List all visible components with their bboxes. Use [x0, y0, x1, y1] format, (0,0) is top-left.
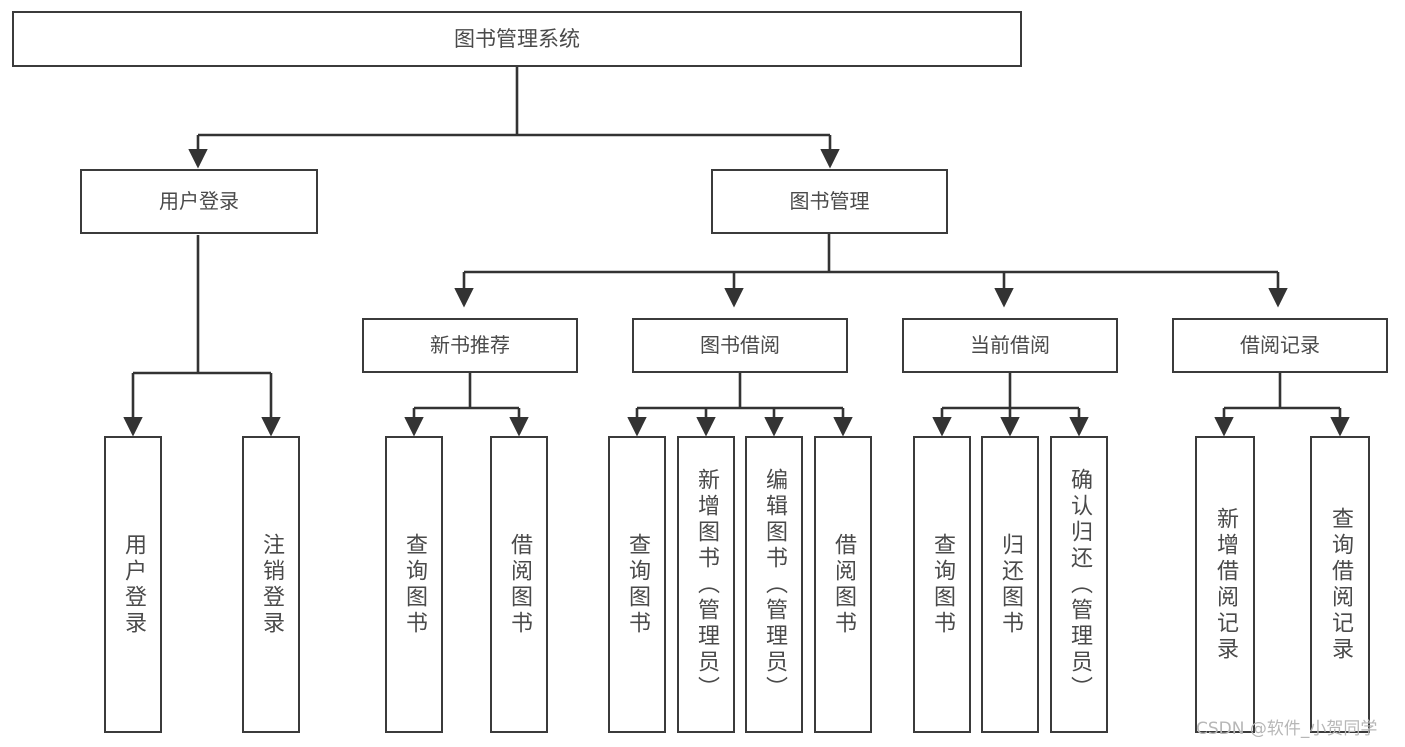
node-leaf-return-book-label: 归还图书: [998, 532, 1023, 637]
edges-borrow-record-to-leaves: [1214, 373, 1350, 437]
edges-user-login-to-leaves: [123, 235, 281, 437]
node-root-system[interactable]: 图书管理系统: [12, 11, 1022, 67]
node-leaf-query-record[interactable]: 查询借阅记录: [1310, 436, 1370, 733]
node-book-management[interactable]: 图书管理: [711, 169, 948, 234]
node-leaf-add-record-label: 新增借阅记录: [1213, 506, 1238, 663]
node-book-borrow-label: 图书借阅: [700, 333, 780, 357]
node-leaf-confirm-return-label: 确认归还（管理员）: [1067, 467, 1092, 702]
node-book-borrow[interactable]: 图书借阅: [632, 318, 848, 373]
node-leaf-user-login-label: 用户登录: [121, 532, 146, 637]
node-leaf-return-book[interactable]: 归还图书: [981, 436, 1039, 733]
node-borrow-record-label: 借阅记录: [1240, 333, 1320, 357]
node-leaf-query-book-1-label: 查询图书: [402, 532, 427, 637]
node-leaf-confirm-return[interactable]: 确认归还（管理员）: [1050, 436, 1108, 733]
node-leaf-borrow-book-2-label: 借阅图书: [831, 532, 856, 637]
edges-book-management-to-level2: [454, 233, 1288, 308]
node-leaf-query-book-3-label: 查询图书: [930, 532, 955, 637]
node-leaf-query-book-2[interactable]: 查询图书: [608, 436, 666, 733]
node-root-label: 图书管理系统: [454, 26, 580, 51]
node-leaf-add-book-label: 新增图书（管理员）: [694, 467, 719, 702]
node-new-book-recommend[interactable]: 新书推荐: [362, 318, 578, 373]
edges-book-borrow-to-leaves: [627, 373, 853, 437]
node-leaf-query-book-1[interactable]: 查询图书: [385, 436, 443, 733]
edges-current-borrow-to-leaves: [932, 373, 1089, 437]
node-leaf-query-record-label: 查询借阅记录: [1328, 506, 1353, 663]
node-leaf-user-logout-label: 注销登录: [259, 532, 284, 637]
node-leaf-edit-book[interactable]: 编辑图书（管理员）: [745, 436, 803, 733]
node-leaf-borrow-book-1[interactable]: 借阅图书: [490, 436, 548, 733]
edges-new-book-recommend-to-leaves: [404, 373, 529, 437]
node-leaf-borrow-book-1-label: 借阅图书: [507, 532, 532, 637]
node-current-borrow-label: 当前借阅: [970, 333, 1050, 357]
node-leaf-query-book-2-label: 查询图书: [625, 532, 650, 637]
node-leaf-query-book-3[interactable]: 查询图书: [913, 436, 971, 733]
node-book-management-label: 图书管理: [789, 189, 870, 213]
node-new-book-recommend-label: 新书推荐: [430, 333, 510, 357]
node-leaf-edit-book-label: 编辑图书（管理员）: [762, 467, 787, 702]
node-leaf-add-record[interactable]: 新增借阅记录: [1195, 436, 1255, 733]
node-leaf-user-logout[interactable]: 注销登录: [242, 436, 300, 733]
node-leaf-borrow-book-2[interactable]: 借阅图书: [814, 436, 872, 733]
edges-root-to-level1: [188, 67, 840, 169]
node-current-borrow[interactable]: 当前借阅: [902, 318, 1118, 373]
node-user-login-label: 用户登录: [159, 189, 239, 213]
node-leaf-add-book[interactable]: 新增图书（管理员）: [677, 436, 735, 733]
node-borrow-record[interactable]: 借阅记录: [1172, 318, 1388, 373]
node-leaf-user-login[interactable]: 用户登录: [104, 436, 162, 733]
node-user-login[interactable]: 用户登录: [80, 169, 318, 234]
